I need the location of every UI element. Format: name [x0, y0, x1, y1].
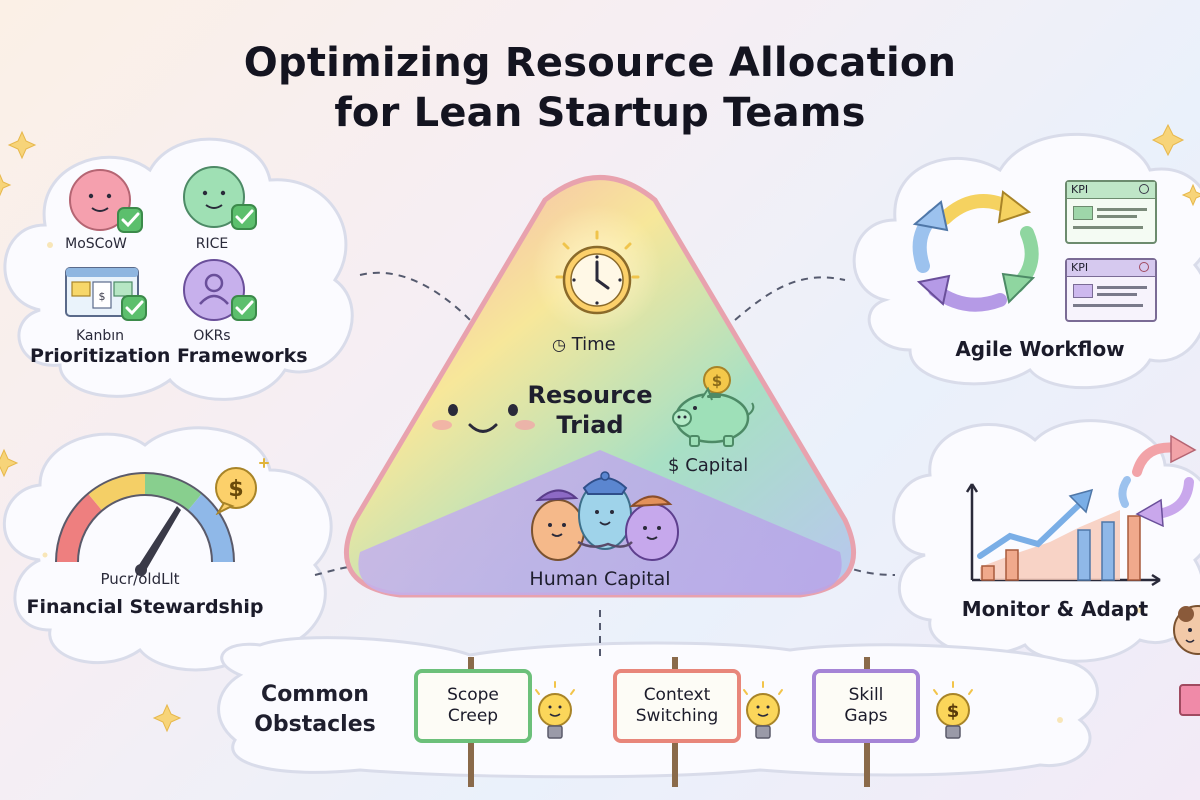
triangle-face-icon: [432, 404, 535, 433]
kanban-label: Kanbın: [75, 328, 125, 344]
kpi-card-1-status-icon: [1139, 184, 1149, 194]
svg-text:$: $: [947, 701, 960, 722]
kpi-card-1-line: [1097, 215, 1137, 218]
capital-label: $ Capital: [668, 455, 749, 476]
kanban-board-icon: $: [65, 267, 147, 321]
okrs-label: OKRs: [193, 328, 231, 344]
team-characters-icon: [531, 471, 679, 561]
kpi-card-2-line: [1097, 286, 1147, 289]
kpi-card-2-line: [1073, 304, 1143, 307]
lightbulb-icon: [535, 681, 575, 739]
sparkle-stars: [0, 123, 1200, 733]
person-with-laptop-icon: [1173, 605, 1200, 716]
kpi-card-1-swatch: [1073, 206, 1093, 220]
coin-symbol: $: [228, 477, 243, 502]
kpi-card-2-status-icon: [1139, 262, 1149, 272]
skill-gaps-sign: Skill Gaps: [812, 669, 920, 743]
growth-chart-icon: [965, 483, 1161, 587]
gauge-caption: Pucr/oldLlt: [100, 570, 180, 588]
monitor-adapt-heading: Monitor & Adapt: [961, 597, 1149, 621]
kpi-card-2-swatch: [1073, 284, 1093, 298]
scope-creep-sign: Scope Creep: [414, 669, 532, 743]
lightbulb-icon: [743, 681, 783, 739]
resource-triad-label: Resource Triad: [527, 381, 653, 439]
moscow-smiley-icon: [69, 169, 143, 233]
okrs-person-icon: [183, 259, 257, 321]
svg-text:$: $: [99, 290, 106, 303]
prioritization-frameworks-heading: Prioritization Frameworks: [30, 345, 308, 367]
time-label: ◷ Time: [552, 334, 616, 355]
rice-smiley-icon: [183, 166, 257, 230]
title-line-1: Optimizing Resource Allocation: [243, 40, 957, 86]
financial-stewardship-heading: Financial Stewardship: [26, 596, 264, 618]
agile-workflow-heading: Agile Workflow: [955, 337, 1125, 361]
piggy-bank-icon: $: [672, 366, 755, 447]
kpi-card-1-line: [1097, 208, 1147, 211]
kpi-card-2: KPI: [1065, 258, 1157, 322]
human-capital-label: Human Capital: [529, 568, 671, 590]
kpi-card-1-line: [1073, 226, 1143, 229]
time-clock-icon: ◷: [552, 335, 566, 354]
refresh-arrows-icon: [1118, 434, 1197, 527]
clock-icon: [555, 230, 640, 315]
dollar-speech-bubble-icon: $: [215, 458, 269, 515]
cycle-arrows-icon: [912, 190, 1039, 312]
page-title: Optimizing Resource Allocation for Lean …: [0, 38, 1200, 138]
svg-text:$: $: [712, 372, 722, 390]
common-obstacles-heading: Common Obstacles: [254, 682, 376, 737]
kpi-card-2-title: KPI: [1067, 260, 1155, 277]
title-line-2: for Lean Startup Teams: [334, 90, 866, 136]
kpi-card-2-line: [1097, 293, 1137, 296]
kpi-card-1-title: KPI: [1067, 182, 1155, 199]
kpi-card-1: KPI: [1065, 180, 1157, 244]
dollar-lightbulb-icon: $: [933, 681, 973, 739]
rice-label: RICE: [195, 236, 229, 252]
moscow-label: MoSCoW: [65, 236, 127, 252]
gauge-icon: [55, 472, 235, 576]
context-switching-sign: Context Switching: [613, 669, 741, 743]
